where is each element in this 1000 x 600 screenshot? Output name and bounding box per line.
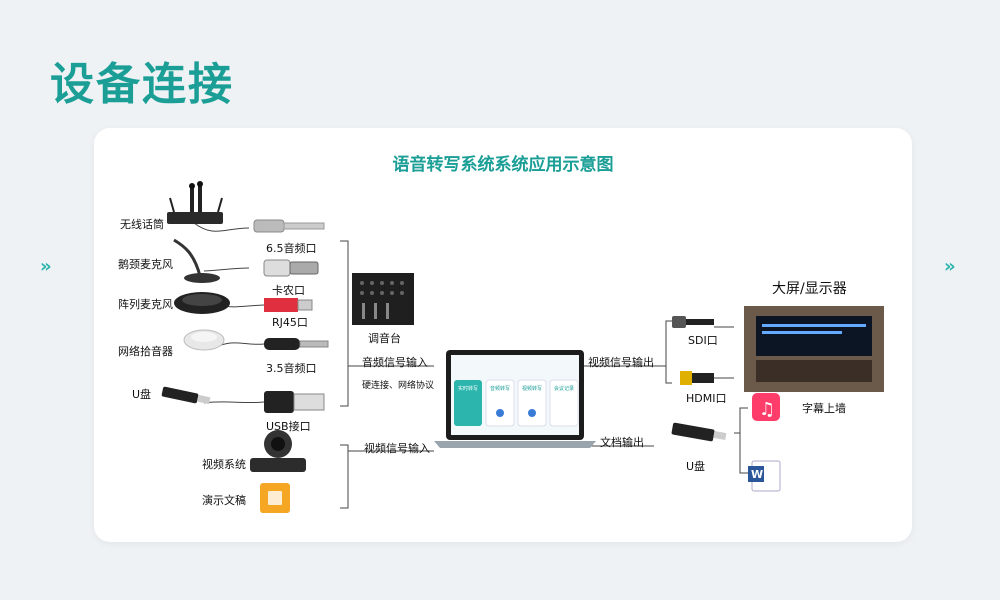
label-rj45: RJ45口 [272,316,308,329]
label-hdmi: HDMI口 [686,392,727,405]
label-network-pickup: 网络拾音器 [118,345,173,358]
sdi-connector-icon [672,316,714,328]
word-file-icon: W [748,460,781,492]
svg-text:♫: ♫ [759,399,775,420]
label-presentation: 演示文稿 [202,494,246,507]
diagram-canvas: ♫ W 实时转写 音频转写 视频转写 会议记录 [161,181,884,513]
label-display: 大屏/显示器 [772,281,847,297]
rj45-connector-icon [264,298,313,312]
diagram-title: 语音转写系统系统应用示意图 [392,155,614,175]
display-screen-icon [744,306,884,392]
wireless-mic-receiver-icon [167,181,223,224]
label-mixer: 调音台 [368,332,401,345]
label-jack-65: 6.5音频口 [266,242,317,255]
xlr-connector-icon [263,259,319,277]
label-video-system: 视频系统 [202,458,246,471]
label-usb-disk: U盘 [132,388,152,401]
label-array-mic: 阵列麦克风 [118,298,173,311]
prev-arrow-icon[interactable]: » [40,256,51,277]
network-pickup-icon [183,329,225,351]
label-wireless-mic: 无线话筒 [120,218,164,231]
label-audio-in: 音频信号输入 [362,356,428,369]
diagram-card: 语音转写系统系统应用示意图 [94,128,912,542]
mixer-icon [352,273,414,325]
label-sdi: SDI口 [688,334,718,347]
label-gooseneck-mic: 鹅颈麦克风 [118,258,173,271]
label-video-in: 视频信号输入 [364,442,430,455]
label-xlr: 卡农口 [272,284,305,297]
laptop-card-label: 音频转写 [490,385,510,392]
page-title: 设备连接 [50,59,234,110]
label-subtitle-wall: 字幕上墙 [802,402,846,415]
jack-65-connector-icon [253,219,325,233]
array-mic-icon [174,292,230,314]
laptop-card-label: 会议记录 [554,385,574,392]
label-doc-out: 文档输出 [600,436,644,449]
laptop-icon [434,350,596,448]
next-arrow-icon[interactable]: » [944,256,955,277]
gooseneck-mic-icon [173,238,220,283]
video-camera-icon [250,430,306,472]
label-output-usb: U盘 [686,460,706,473]
laptop-card-label: 视频转写 [522,385,542,392]
usb-disk-icon [161,386,211,405]
svg-text:W: W [751,468,763,481]
label-jack-35: 3.5音频口 [266,362,317,375]
laptop-card-label: 实时转写 [458,385,478,392]
connector-lines [193,222,748,509]
music-file-icon: ♫ [752,393,780,421]
hdmi-connector-icon [680,371,714,385]
label-audio-in-note: 硬连接、网络协议 [362,381,435,391]
label-usb-port: USB接口 [266,420,311,433]
label-video-out: 视频信号输出 [588,356,654,369]
pdf-icon [260,483,290,513]
jack-35-connector-icon [264,338,329,350]
usb-cable-icon [264,391,325,413]
output-usb-disk-icon [671,422,727,442]
